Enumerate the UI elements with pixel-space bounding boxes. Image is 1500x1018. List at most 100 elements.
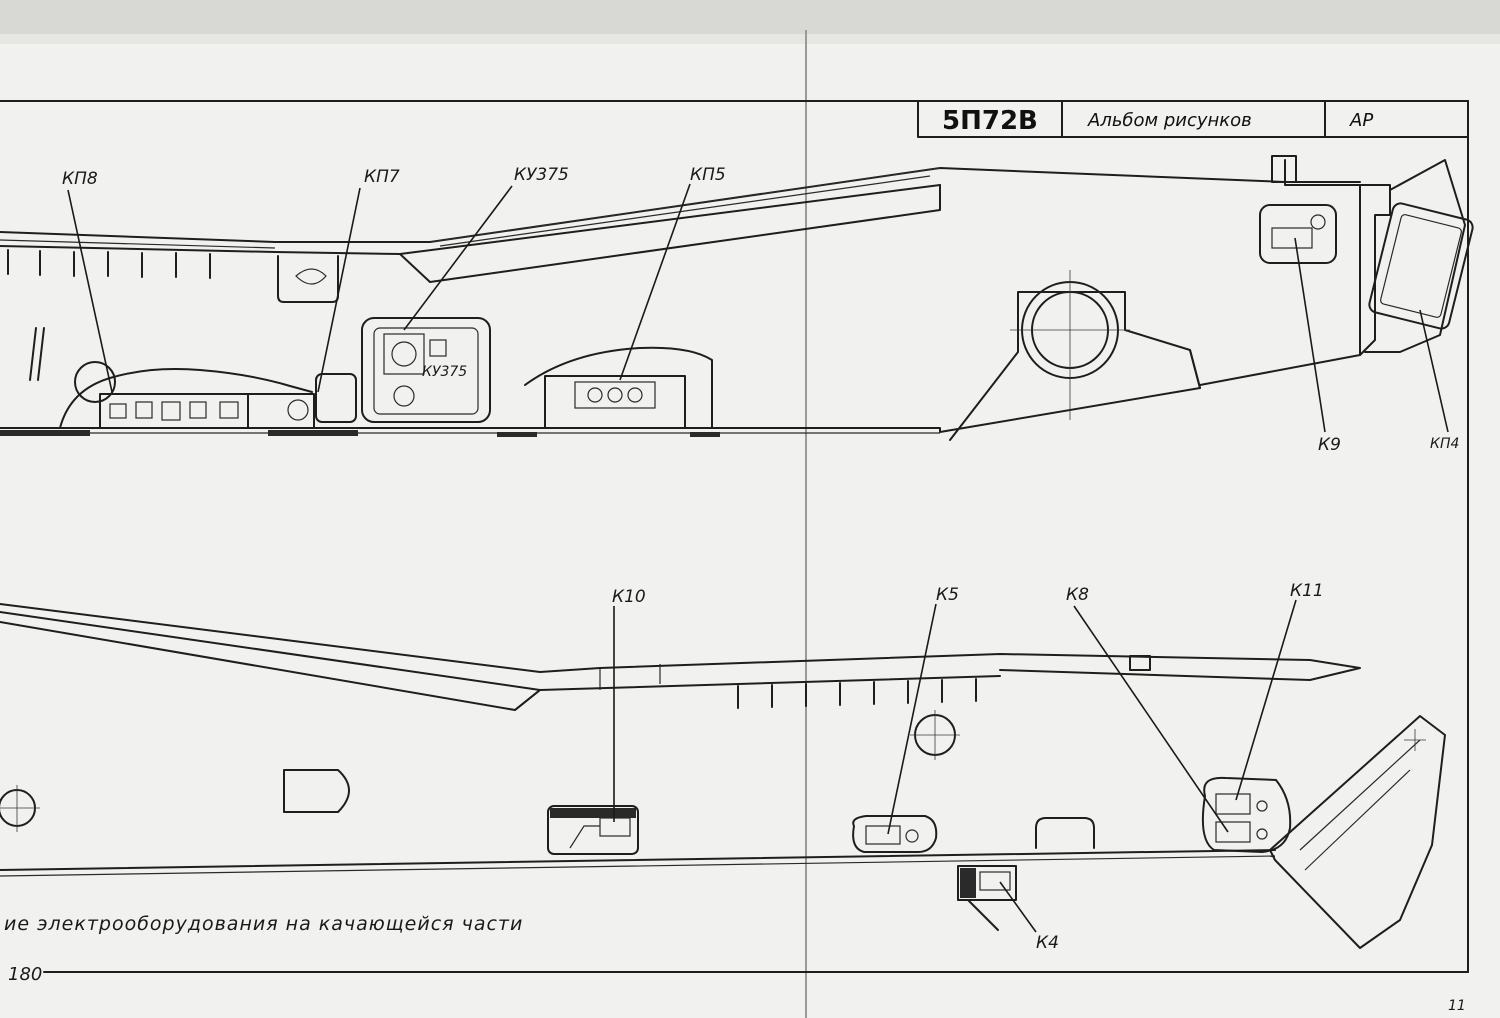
k9-switch-knob xyxy=(1310,214,1326,230)
lower-window xyxy=(283,769,350,813)
title-block-frame xyxy=(917,100,1469,138)
ku375-module-2 xyxy=(429,339,447,357)
k9-switch-box xyxy=(1259,204,1337,264)
leader-ku375 xyxy=(403,185,513,331)
k8-switch-body xyxy=(1215,821,1251,843)
kp4-switch-box xyxy=(1368,202,1474,330)
k5-switch-body xyxy=(865,825,901,845)
label-k11: К11 xyxy=(1290,581,1324,601)
title-block-abbr: АР xyxy=(1349,110,1373,131)
kp7-knob xyxy=(287,399,309,421)
label-k9: К9 xyxy=(1318,435,1341,455)
leader-kp8 xyxy=(67,189,113,393)
leader-kp7 xyxy=(317,187,361,393)
k10-switch-lever xyxy=(569,825,600,849)
upper-beam-inner xyxy=(0,184,941,255)
leader-k8 xyxy=(1073,605,1229,833)
upper-wedge xyxy=(399,184,941,283)
page-number: 180 xyxy=(8,964,42,985)
ku375-box xyxy=(361,317,491,423)
kp5-terminal-1 xyxy=(587,387,603,403)
lower-body-base xyxy=(0,849,1276,871)
title-block-title: Альбом рисунков xyxy=(1087,110,1252,131)
scan-top-shade xyxy=(0,34,1500,44)
kp5-cover xyxy=(524,346,713,429)
lower-body-base-2 xyxy=(0,855,1276,877)
ku375-inner xyxy=(373,327,479,415)
figure-caption: ие электрооборудования на качающейся час… xyxy=(4,913,523,935)
k11-switch-body xyxy=(1215,793,1251,815)
label-k10: К10 xyxy=(612,587,646,607)
kp5-housing xyxy=(544,375,686,429)
lower-ribs xyxy=(737,678,977,709)
upper-base-hatch-3 xyxy=(497,432,537,437)
lower-beam-seams xyxy=(599,664,661,690)
kp5-terminal-2 xyxy=(607,387,623,403)
upper-beam-mid xyxy=(0,239,276,249)
kp8-cover xyxy=(59,368,313,429)
title-block: 5П72В Альбом рисунков АР xyxy=(917,100,1469,138)
kp7-cover xyxy=(315,373,357,423)
k10-switch-body xyxy=(599,817,631,837)
title-block-code: 5П72В xyxy=(942,106,1038,136)
lower-right-cover-lines xyxy=(1299,739,1421,871)
label-ku375: КУ375 xyxy=(514,165,569,185)
upper-right-housing xyxy=(1199,159,1361,386)
lower-arch xyxy=(1035,817,1095,849)
kp8-connector xyxy=(74,361,116,403)
scan-top-edge xyxy=(0,0,1500,34)
upper-base-hatch-1 xyxy=(0,430,90,436)
upper-view: КУ375 КП8 КП7 КУ375 КП5 К9 КП4 xyxy=(0,155,1474,455)
kp8-terminal-strip xyxy=(99,393,249,429)
label-k5: К5 xyxy=(936,585,959,605)
upper-beam-rails xyxy=(429,167,941,247)
upper-body-outline xyxy=(0,291,1201,441)
k10-switch-box xyxy=(547,805,639,855)
ku375-terminal xyxy=(393,385,415,407)
label-k8: К8 xyxy=(1066,585,1089,605)
lower-beam-bottom xyxy=(514,675,1001,711)
k9-switch-body xyxy=(1271,227,1313,249)
corner-mark: 11 xyxy=(1448,998,1466,1014)
label-kp8: КП8 xyxy=(62,169,98,189)
label-kp5: КП5 xyxy=(690,165,726,185)
kp7-housing xyxy=(247,393,315,429)
upper-bracket-slot xyxy=(295,268,327,285)
left-rod-2 xyxy=(37,327,45,381)
k5-switch-knob xyxy=(905,829,919,843)
upper-right-cap xyxy=(1271,155,1297,183)
leader-k4 xyxy=(999,881,1037,933)
upper-ribs xyxy=(7,249,211,279)
leader-k5 xyxy=(887,603,937,835)
k8-k11-switch-box xyxy=(1201,776,1292,853)
k11-switch-knob xyxy=(1256,800,1268,812)
leader-k9 xyxy=(1294,237,1326,433)
k4-switch-side xyxy=(960,868,976,898)
kp8-terminals xyxy=(109,401,239,421)
ku375-inner-label: КУ375 xyxy=(422,364,467,380)
ku375-dial xyxy=(391,341,417,367)
upper-base-hatch-4 xyxy=(690,432,720,437)
lower-right-cover xyxy=(1269,715,1446,949)
leader-kp4 xyxy=(1419,309,1449,433)
left-rod xyxy=(29,327,37,381)
upper-bracket xyxy=(277,255,339,303)
k4-switch-arm xyxy=(967,899,999,931)
label-k4: К4 xyxy=(1036,933,1059,953)
leader-kp5 xyxy=(619,183,691,381)
lower-beam-cap xyxy=(1129,655,1151,671)
leader-k11 xyxy=(1235,599,1297,801)
upper-beam-top xyxy=(0,167,1361,243)
upper-right-bracket xyxy=(1359,184,1391,356)
kp4-switch-inner xyxy=(1380,214,1462,318)
k4-switch-body xyxy=(979,871,1011,891)
lower-view: К10 К5 К8 К11 К4 xyxy=(0,581,1446,953)
label-kp7: КП7 xyxy=(364,167,400,187)
kp5-terminal-3 xyxy=(627,387,643,403)
ku375-module-1 xyxy=(383,333,425,375)
upper-body-edge xyxy=(1189,349,1201,389)
k8-switch-knob xyxy=(1256,828,1268,840)
k10-switch-cap xyxy=(550,808,636,818)
